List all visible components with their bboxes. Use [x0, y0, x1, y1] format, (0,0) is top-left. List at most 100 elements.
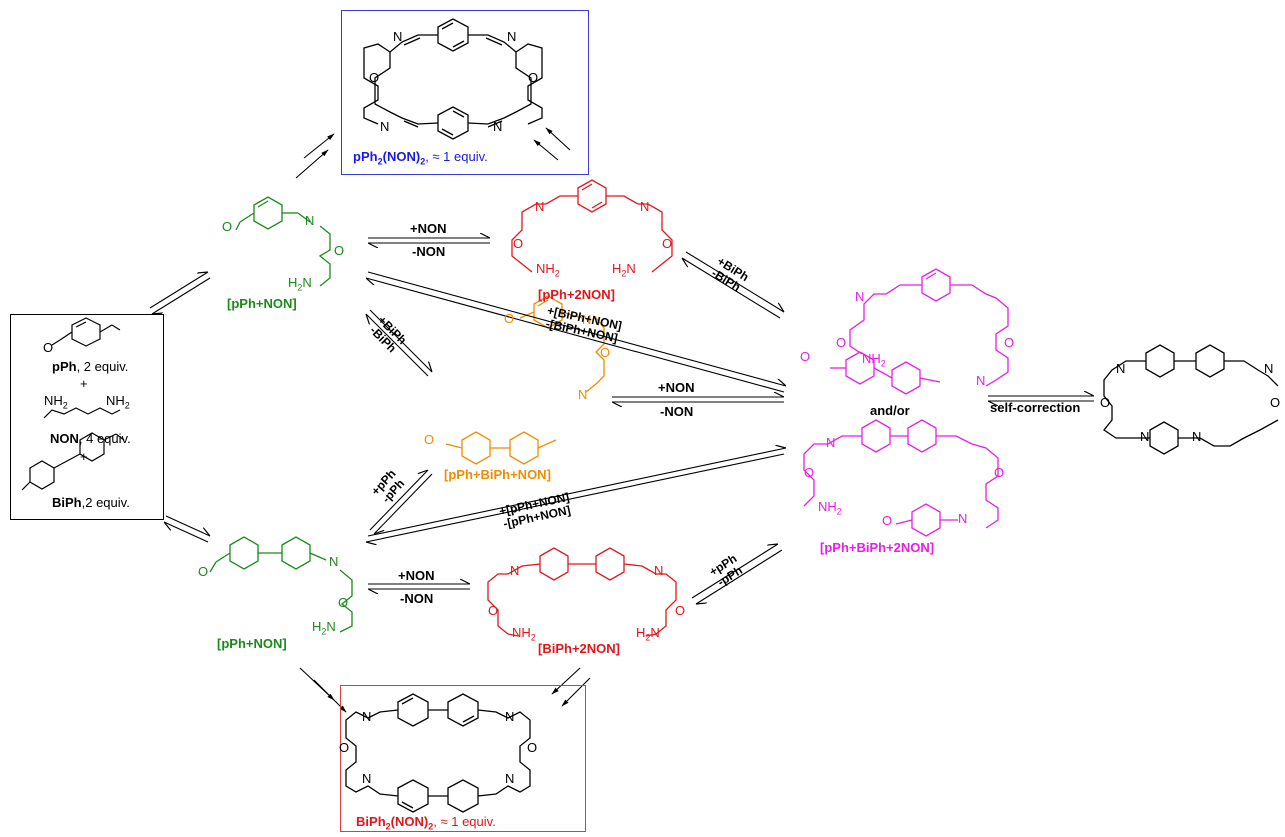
pph-biph-non-structure: [445, 295, 605, 465]
arrow-label-self-correction: self-correction: [990, 400, 1081, 415]
pph-name: pPh: [52, 359, 77, 374]
atom-n-green-top: N: [305, 213, 315, 228]
product-pph2non2-name: pPh2(NON)2: [353, 149, 426, 167]
label-pph-non-top: [pPh+NON]: [227, 296, 297, 311]
atom-n-mag-bot-l: N: [826, 435, 836, 450]
biph-equiv: ,2 equiv.: [81, 495, 130, 510]
atom-h2n-green-top: H2N: [288, 275, 312, 293]
atom-n-black-tr: N: [1264, 361, 1274, 376]
atom-o-red-top-r: O: [662, 236, 673, 251]
arrow-label-minus-non-1: -NON: [412, 244, 446, 259]
atom-h2n-red-bot: H2N: [636, 625, 660, 643]
atom-o-orange-left: O: [424, 432, 435, 447]
atom-n-red-top-l: N: [535, 199, 545, 214]
arrow-label-plus-non-3: +NON: [398, 568, 435, 583]
self-corrected-product-structure: [1103, 344, 1279, 455]
pph-biph-2non-bottom-structure: [803, 419, 999, 537]
atom-o-mag-bot-r: O: [994, 465, 1005, 480]
atom-o-black-l: O: [1100, 395, 1111, 410]
atom-n-orange-top: N: [582, 312, 592, 327]
atom-n-red-top-r: N: [640, 199, 650, 214]
atom-n-mag-top-l: N: [855, 289, 865, 304]
atom-h2n-green-bot: H2N: [312, 619, 336, 637]
atom-o-black-r: O: [1270, 395, 1281, 410]
atom-n-mag-top-r: N: [976, 373, 986, 388]
atom-n-red-bot-l: N: [510, 563, 520, 578]
atom-n-red-bot-r: N: [654, 563, 664, 578]
non-equiv: , 4 equiv.: [78, 431, 131, 446]
non-reagent-label: NON, 4 equiv.: [50, 431, 131, 447]
atom-nh2-mag-top: NH2: [862, 351, 886, 369]
arrow-label-minus-non-2: -NON: [660, 404, 694, 419]
product-biph2non2-equiv: , ≈ 1 equiv.: [433, 814, 496, 829]
atom-o-bot-r: O: [527, 740, 538, 755]
label-pph-2non: [pPh+2NON]: [538, 287, 615, 302]
atom-n-green-bot: N: [329, 554, 339, 569]
product-biph2non2-box: [340, 685, 586, 832]
atom-o-orange-top: O: [504, 311, 515, 326]
atom-o-mag-top-r: O: [1004, 335, 1015, 350]
atom-n-bot-br: N: [505, 771, 515, 786]
atom-n-black-bl: N: [1140, 429, 1150, 444]
pph-non-bottom-structure: [209, 536, 353, 633]
product-biph2non2-name: BiPh2(NON)2: [356, 814, 434, 832]
atom-nh2-red-top: NH2: [536, 261, 560, 279]
label-biph-2non: [BiPh+2NON]: [538, 641, 620, 656]
reaction-arrows: [149, 127, 1094, 713]
label-pph-biph-2non: [pPh+BiPh+2NON]: [820, 540, 935, 555]
atom-o-mag-bot-l: O: [804, 465, 815, 480]
biph-2non-structure: [487, 547, 677, 637]
product-biph2non2-structure: [345, 693, 531, 813]
starting-materials-box: [10, 314, 164, 520]
product-pph2non2-structure: [363, 18, 543, 140]
atom-nh2-red-bot: NH2: [512, 625, 536, 643]
atom-o-start: O: [43, 340, 54, 355]
nh2-label-b: NH2: [106, 393, 130, 411]
atom-o-mag-bot-ald: O: [882, 513, 893, 528]
label-product-pph2non2: pPh2(NON)2, ≈ 1 equiv.: [353, 149, 488, 167]
arrow-label-plus-non-1: +NON: [410, 221, 447, 236]
start-materials-structures: [21, 317, 125, 491]
pph-2non-structure: [511, 179, 673, 273]
label-and-or: and/or: [870, 403, 910, 418]
atom-n-top-bl: N: [380, 119, 390, 134]
atom-o-red-bot-r: O: [675, 603, 686, 618]
product-pph2non2-equiv: , ≈ 1 equiv.: [425, 149, 488, 164]
label-product-biph2non2: BiPh2(NON)2, ≈ 1 equiv.: [356, 814, 496, 832]
atom-n-black-tl: N: [1116, 361, 1126, 376]
atom-o2-green-top: O: [334, 243, 345, 258]
pph-biph-2non-top-structure: [830, 268, 1009, 395]
biph-name: BiPh: [52, 495, 82, 510]
atom-o-red-bot-l: O: [488, 603, 499, 618]
arrow-label-plus-non-2: +NON: [658, 380, 695, 395]
atom-n-top-right: N: [507, 29, 517, 44]
atom-o-top-right: O: [528, 70, 539, 85]
atom-n-top-left: N: [393, 29, 403, 44]
atom-o-green-bot: O: [198, 564, 209, 579]
plus-sign-1: +: [80, 376, 88, 391]
atom-nh2-mag-bot: NH2: [818, 499, 842, 517]
label-pph-biph-non: [pPh+BiPh+NON]: [444, 467, 551, 482]
atom-o-green-top: O: [222, 219, 233, 234]
arrow-label-minus-non-3: -NON: [400, 591, 434, 606]
atom-o-mag-ald: O: [800, 349, 811, 364]
atom-o-top-left: O: [369, 70, 380, 85]
atom-o-orange-mid: O: [600, 345, 611, 360]
pph-reagent-label: pPh, 2 equiv.: [52, 359, 129, 375]
atom-n-orange-bot: N: [578, 387, 588, 402]
atom-o-mag-top-l: O: [836, 335, 847, 350]
atom-n-bot-tl: N: [362, 709, 372, 724]
atom-o-red-top-l: O: [513, 236, 524, 251]
biph-reagent-label: BiPh,2 equiv.: [52, 495, 130, 511]
atom-n-bot-bl: N: [362, 771, 372, 786]
product-pph2non2-box: [341, 10, 589, 175]
atom-n-mag-bot-r: N: [958, 511, 968, 526]
pph-equiv: , 2 equiv.: [76, 359, 129, 374]
atom-n-black-br: N: [1192, 429, 1202, 444]
atom-n-bot-tr: N: [505, 709, 515, 724]
non-name: NON: [50, 431, 79, 446]
atom-h2n-red-top: H2N: [612, 261, 636, 279]
plus-sign-2: +: [80, 449, 88, 464]
